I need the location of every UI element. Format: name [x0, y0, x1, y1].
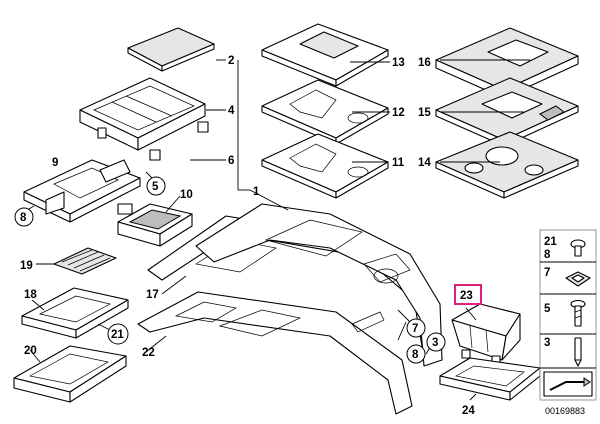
legend-clip-21-icon [570, 239, 586, 257]
callout-labels: 2 4 6 1 9 5 8 10 19 18 17 21 20 22 13 12… [14, 55, 482, 417]
part-4-tray-frame[interactable] [79, 77, 209, 161]
callout-18: 18 [24, 289, 37, 301]
legend-label-8: 8 [544, 249, 551, 261]
callout-24: 24 [462, 405, 475, 417]
callout-13: 13 [392, 57, 405, 69]
callout-2: 2 [228, 55, 234, 67]
callout-21: 21 [111, 329, 124, 341]
callout-3: 3 [432, 337, 438, 349]
callout-8b-circle [406, 344, 426, 364]
legend-clip-7-icon [565, 271, 591, 287]
callout-6: 6 [228, 155, 234, 167]
callout-20: 20 [24, 345, 37, 357]
part-13-trim-cover[interactable] [261, 23, 389, 87]
fastener-legend: 21 8 7 5 3 [539, 229, 597, 401]
callout-12: 12 [392, 107, 405, 119]
callout-7: 7 [412, 323, 418, 335]
part-20-cup-tray[interactable] [13, 345, 127, 403]
legend-screw-5-icon [570, 299, 586, 327]
part-1-console-surround[interactable] [195, 203, 443, 367]
callout-9: 9 [52, 157, 58, 169]
reference-code: 00169883 [545, 406, 585, 416]
legend-tool-icon [543, 371, 593, 397]
legend-label-21: 21 [544, 236, 557, 248]
callout-4: 4 [228, 105, 235, 117]
legend-label-3: 3 [544, 337, 550, 349]
legend-label-5: 5 [544, 303, 551, 315]
callout-15: 15 [418, 107, 431, 119]
callout-17: 17 [146, 289, 159, 301]
part-14-control-unit[interactable] [435, 131, 579, 199]
callout-19: 19 [20, 260, 33, 272]
callout-22: 22 [142, 347, 155, 359]
callout-23-highlight [454, 284, 482, 305]
callout-8a: 8 [20, 212, 27, 224]
callout-11: 11 [392, 157, 405, 169]
callout-5-circle [146, 176, 166, 196]
callout-3-circle [426, 332, 446, 352]
part-10-insert[interactable] [117, 203, 193, 247]
legend-label-7: 7 [544, 267, 550, 279]
leader-lines [23, 59, 530, 401]
callout-14: 14 [418, 157, 431, 169]
callout-5: 5 [152, 181, 159, 193]
callout-21-circle [107, 323, 129, 345]
callout-16: 16 [418, 57, 431, 69]
callout-7-circle [406, 318, 426, 338]
part-23-switch-assembly[interactable] [451, 303, 521, 365]
callout-23: 23 [460, 290, 473, 302]
callout-8b: 8 [412, 349, 419, 361]
part-18-tray[interactable] [21, 287, 129, 339]
part-19-mat[interactable] [53, 247, 117, 275]
part-9-bracket[interactable] [23, 159, 141, 223]
part-22-lower-trim[interactable] [137, 291, 413, 415]
legend-pin-3-icon [574, 337, 582, 367]
part-11-trim-cover[interactable] [261, 133, 389, 199]
callout-1: 1 [253, 186, 260, 198]
callout-8a-circle [14, 207, 34, 227]
callout-10: 10 [180, 189, 193, 201]
part-2-mat[interactable] [127, 27, 215, 72]
part-15-cover[interactable] [435, 77, 579, 147]
part-24-frame[interactable] [439, 357, 541, 401]
